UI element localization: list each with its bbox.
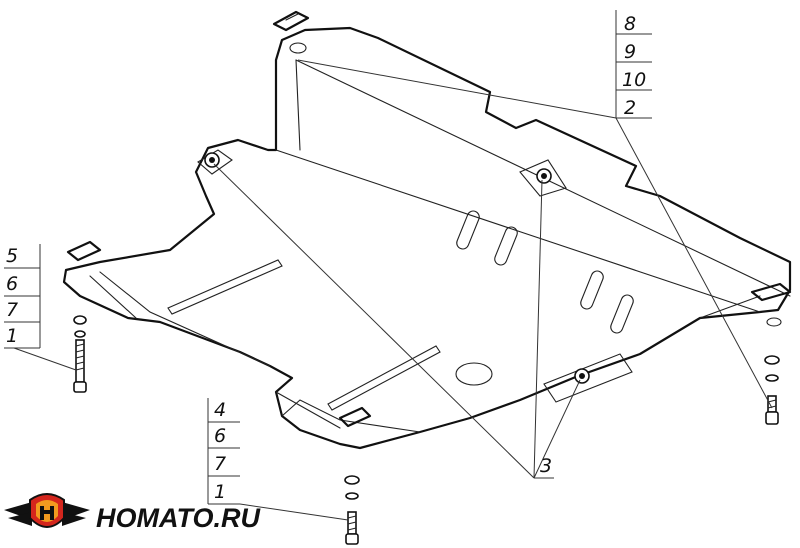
callout-7: 7	[6, 299, 18, 321]
washer	[344, 475, 360, 485]
callout-left: 5 6 7 1	[4, 244, 41, 349]
side-wall-front	[281, 399, 421, 433]
callout-8: 8	[624, 13, 636, 35]
bolt-head	[73, 381, 87, 393]
washer	[764, 355, 780, 365]
washer	[73, 315, 87, 325]
bracket-left-nut	[197, 149, 233, 175]
bolt-head	[345, 533, 359, 545]
callout-4: 4	[214, 399, 226, 421]
right-flange	[699, 295, 761, 319]
fastener-stack-bottom	[344, 475, 360, 545]
callout-bottom-mid: 4 6 7 1	[207, 398, 240, 505]
callout-2: 2	[624, 97, 636, 119]
washer	[765, 374, 779, 382]
vent-slots	[456, 210, 634, 334]
top-mount-hole	[289, 42, 307, 54]
bend-line-left	[99, 271, 271, 367]
bolt-shank	[75, 339, 85, 383]
callout-3: 3	[540, 455, 552, 477]
clip-front	[338, 406, 372, 428]
washer	[74, 330, 86, 338]
callout-bottom-three: 3	[540, 455, 552, 477]
logo-emblem-icon	[4, 493, 90, 528]
bracket-center-nut	[519, 159, 567, 197]
washer	[345, 492, 359, 500]
callout-6: 6	[214, 425, 226, 447]
fastener-stack-right	[764, 355, 780, 425]
rib-front	[327, 345, 441, 411]
bolt-shank	[767, 395, 777, 413]
callout-5: 5	[6, 245, 18, 267]
fastener-stack-left	[73, 315, 87, 393]
right-mount-hole	[766, 317, 782, 327]
callout-1: 1	[6, 325, 18, 347]
callout-9: 9	[624, 41, 636, 63]
bend-line-left-2	[89, 275, 137, 319]
bracket-front-nut	[543, 353, 633, 403]
bolt-head	[765, 411, 779, 425]
clip-left	[66, 240, 102, 262]
bend-line-upper	[275, 149, 761, 313]
rib-left	[167, 259, 283, 315]
skid-plate	[62, 26, 792, 450]
mount-brackets	[66, 10, 792, 428]
logo-text: HOMATO.RU	[96, 503, 261, 533]
callout-7: 7	[214, 453, 226, 475]
homato-logo: HOMATO.RU	[4, 493, 261, 533]
callout-6: 6	[6, 273, 18, 295]
leader-lines	[13, 59, 773, 521]
callout-top-right: 8 9 10 2	[615, 10, 652, 119]
side-wall-left	[295, 59, 301, 151]
drain-hole	[455, 362, 493, 386]
plate-outline	[62, 26, 792, 450]
callout-1: 1	[214, 481, 226, 503]
front-flange	[275, 391, 341, 429]
clip-right	[750, 282, 792, 302]
clip-top	[272, 10, 310, 32]
callout-10: 10	[622, 69, 646, 91]
